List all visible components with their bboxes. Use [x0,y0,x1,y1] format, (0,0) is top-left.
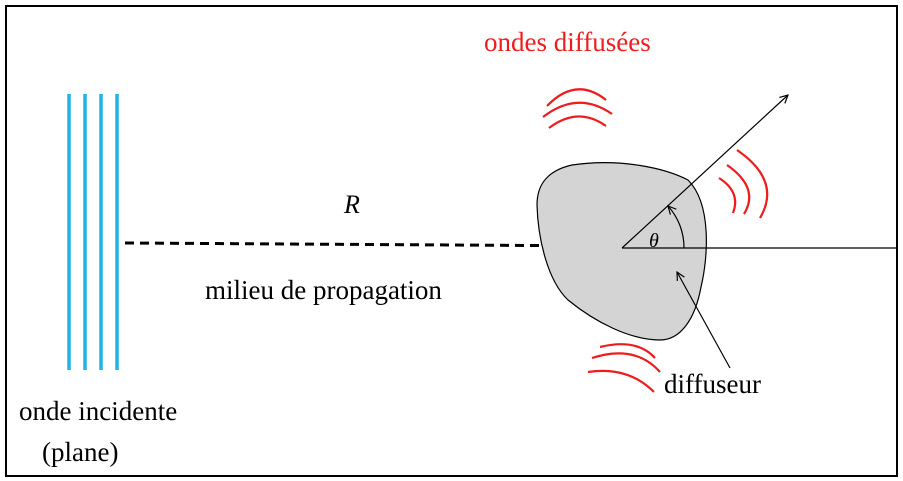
distance-label: R [343,190,360,219]
scatterer-label: diffuseur [664,369,761,399]
scattered-waves-label: ondes diffusées [484,27,651,57]
incident-wave-label: onde incidente [19,396,177,426]
medium-label: milieu de propagation [205,275,442,305]
angle-label: θ [649,230,659,252]
incident-wave-sublabel: (plane) [42,437,118,467]
